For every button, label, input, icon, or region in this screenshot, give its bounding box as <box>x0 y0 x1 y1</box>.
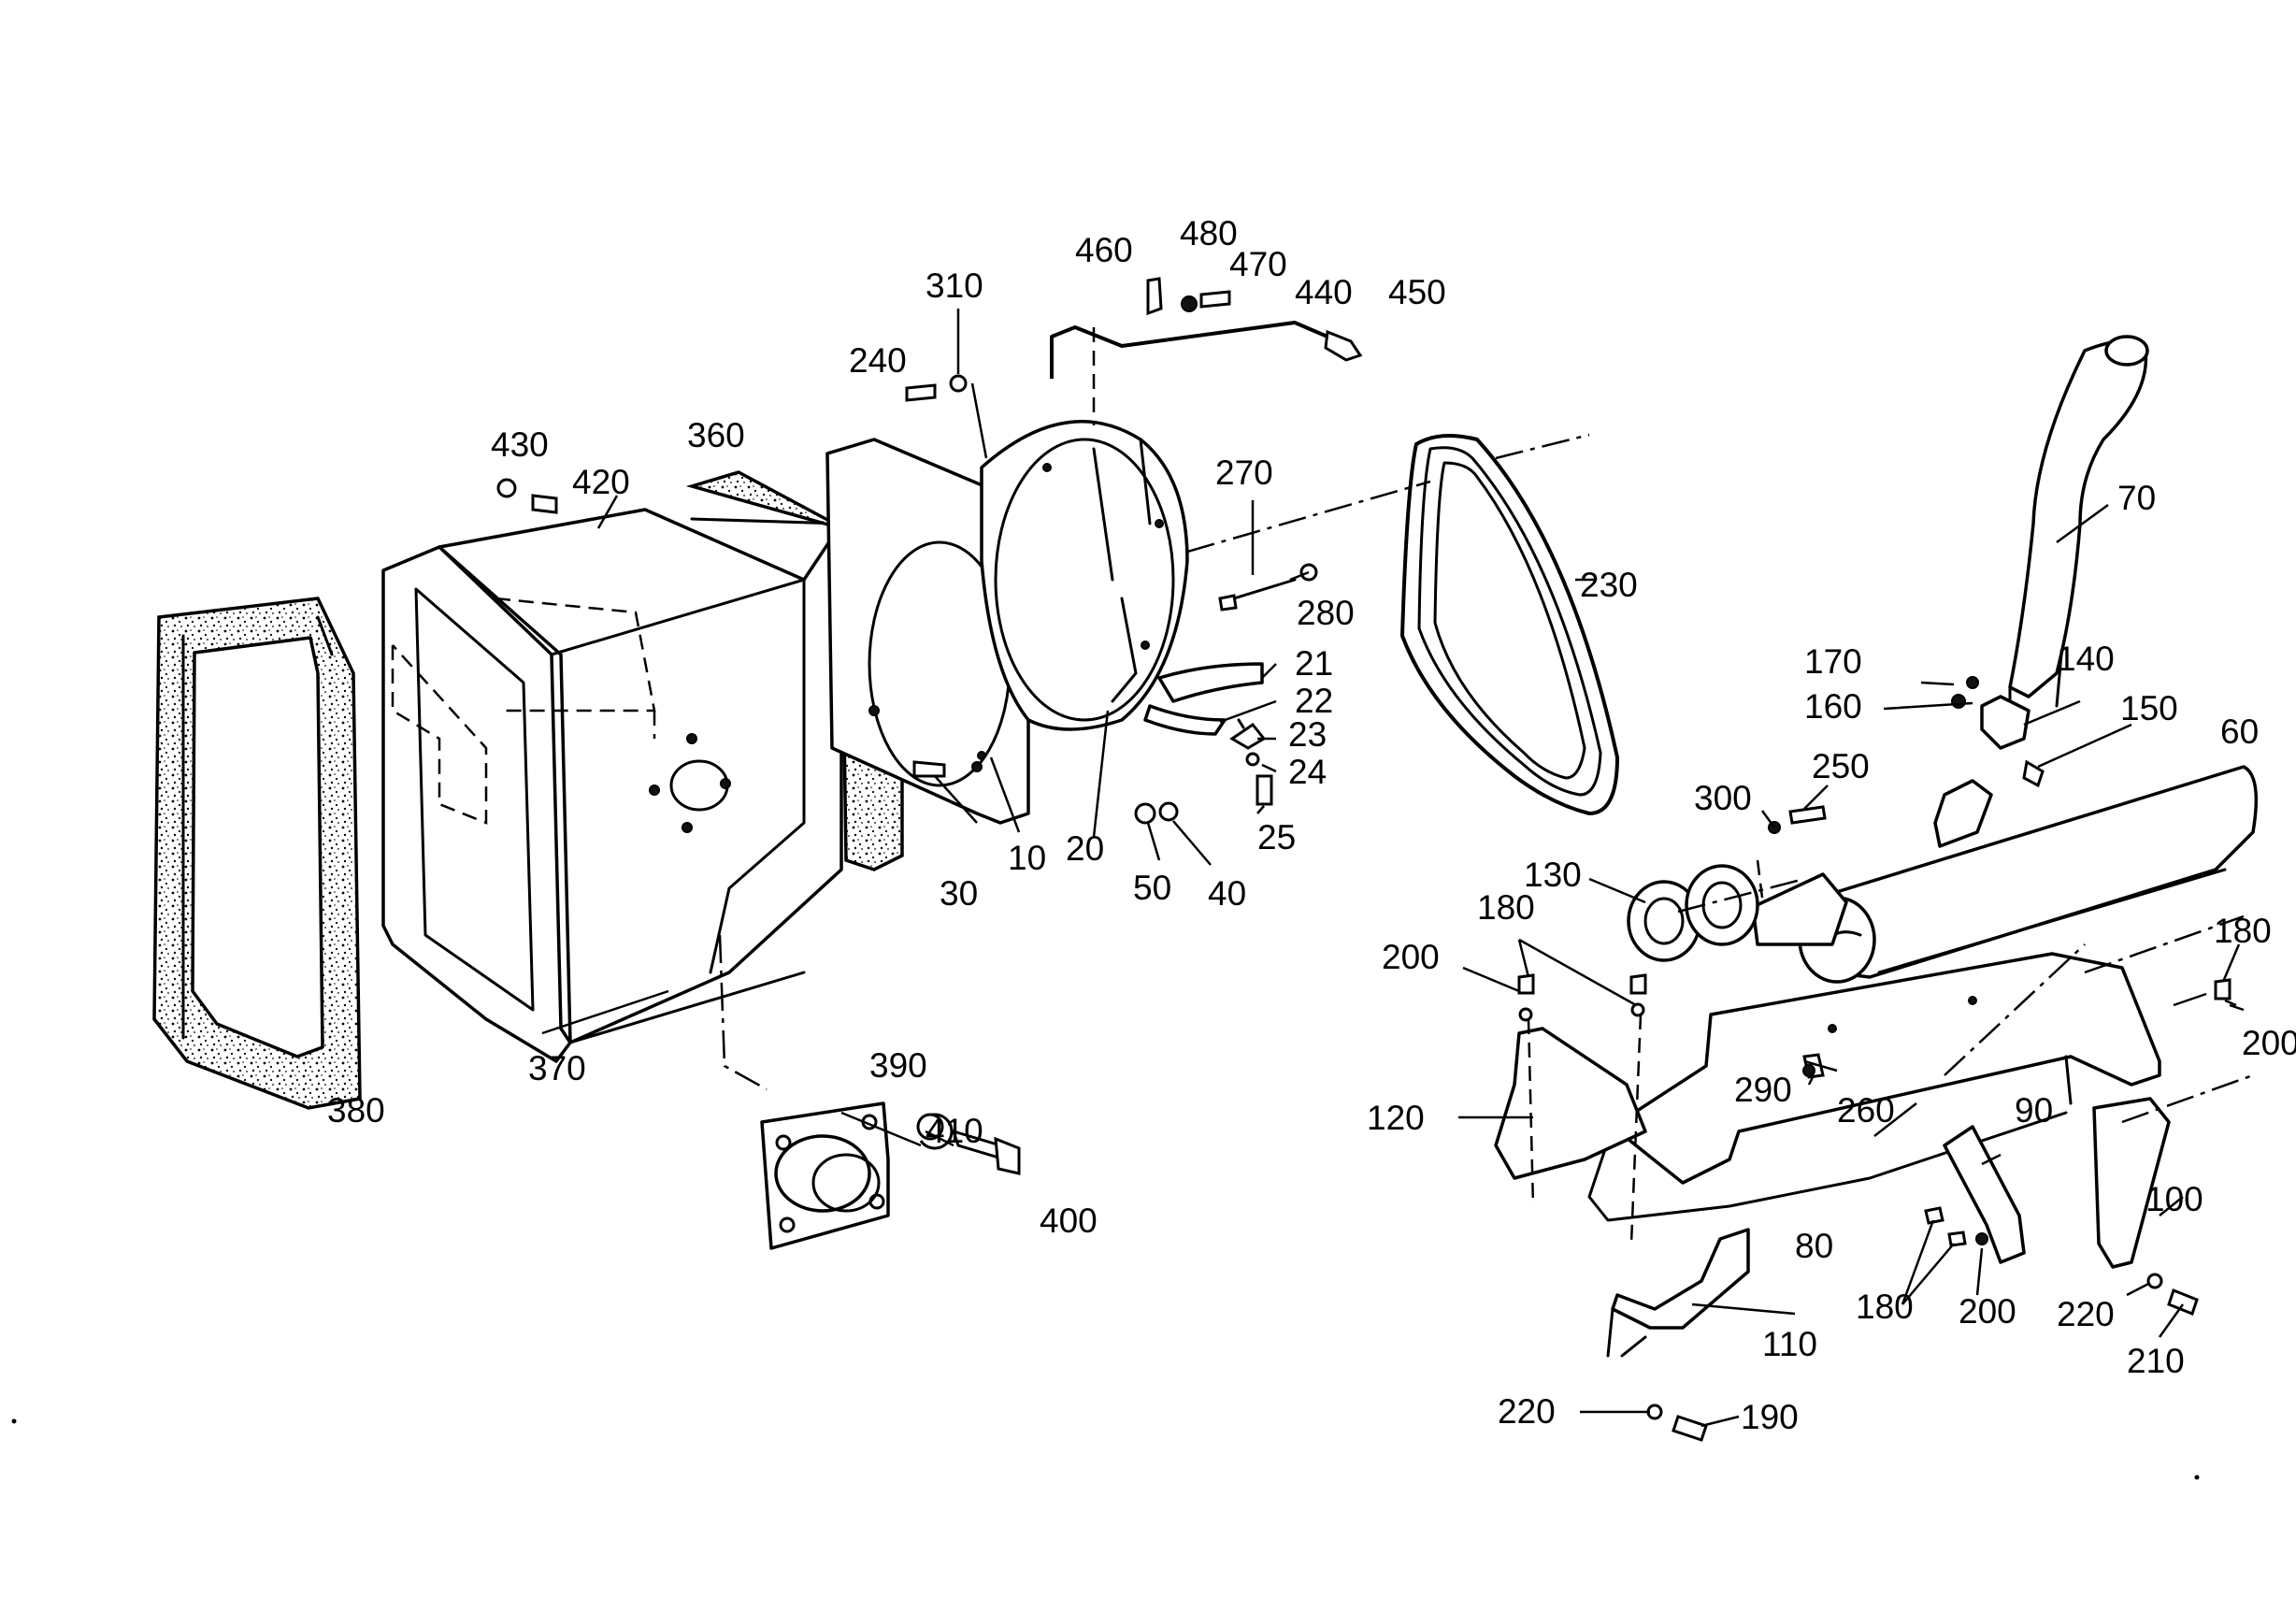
part-90-bracket <box>1943 1125 2026 1264</box>
label-290: 290 <box>1734 1071 1792 1109</box>
label-300: 300 <box>1694 779 1752 817</box>
label-370: 370 <box>528 1049 586 1087</box>
part-70-exhaust-elbow <box>2008 335 2149 712</box>
label-440: 440 <box>1295 273 1353 311</box>
label-120: 120 <box>1367 1099 1425 1137</box>
part-labels: 10 20 21 22 23 24 25 30 40 50 60 70 80 9… <box>327 214 2296 1436</box>
label-190: 190 <box>1741 1398 1799 1436</box>
part-230-belt <box>1400 434 1619 815</box>
part-30-bolt <box>912 751 986 778</box>
label-220-b: 220 <box>1498 1392 1556 1431</box>
label-90: 90 <box>2015 1091 2053 1130</box>
part-23-24-25-hardware <box>1229 722 1273 806</box>
label-180-c: 180 <box>1856 1288 1914 1326</box>
label-30: 30 <box>940 874 978 913</box>
label-470: 470 <box>1229 245 1287 283</box>
part-40-50-nut-washer <box>1134 801 1179 825</box>
label-80: 80 <box>1795 1227 1833 1265</box>
label-180-a: 180 <box>1477 888 1535 927</box>
label-100: 100 <box>2145 1180 2203 1218</box>
label-200-c: 200 <box>1959 1292 2016 1331</box>
part-110-bracket <box>1606 1228 1750 1358</box>
label-450: 450 <box>1388 273 1446 311</box>
label-230: 230 <box>1580 566 1638 604</box>
label-210: 210 <box>2127 1342 2185 1380</box>
label-180-b: 180 <box>2214 912 2272 950</box>
label-400: 400 <box>1040 1202 1098 1240</box>
label-280: 280 <box>1297 594 1355 632</box>
label-70: 70 <box>2117 479 2156 517</box>
label-410: 410 <box>926 1112 983 1150</box>
label-360: 360 <box>687 416 745 454</box>
part-240-310-bolt <box>905 374 968 402</box>
part-60-muffler <box>1751 765 2259 984</box>
part-440-450-tube-assembly <box>1050 277 1363 425</box>
part-130-gasket <box>1627 805 1827 962</box>
label-310: 310 <box>926 266 983 305</box>
label-240: 240 <box>849 341 907 380</box>
label-380: 380 <box>327 1091 385 1130</box>
leader-lines <box>541 309 2245 1428</box>
label-200-a: 200 <box>1382 938 1440 976</box>
label-260: 260 <box>1837 1091 1895 1130</box>
label-390: 390 <box>869 1046 927 1085</box>
label-10: 10 <box>1008 839 1046 877</box>
part-80-heat-shield <box>1587 952 2161 1222</box>
label-480: 480 <box>1180 214 1238 252</box>
part-430-420-bolt <box>496 478 558 514</box>
label-60: 60 <box>2220 712 2259 751</box>
label-250: 250 <box>1812 747 1870 785</box>
part-100-bracket <box>2092 1097 2171 1269</box>
label-110: 110 <box>1762 1325 1817 1363</box>
label-21: 21 <box>1295 644 1333 683</box>
part-21-22-brackets <box>1143 662 1264 736</box>
label-460: 460 <box>1075 231 1133 269</box>
label-430: 430 <box>491 425 549 464</box>
label-270: 270 <box>1215 453 1273 492</box>
label-220-a: 220 <box>2057 1295 2115 1333</box>
label-24: 24 <box>1288 753 1327 791</box>
part-370-housing <box>381 508 843 1063</box>
hardware-right <box>1517 973 2231 1442</box>
part-390-flange <box>760 1101 1021 1250</box>
label-25: 25 <box>1257 818 1296 856</box>
label-20: 20 <box>1066 829 1104 868</box>
label-130: 130 <box>1524 856 1582 894</box>
label-22: 22 <box>1295 682 1333 720</box>
label-140: 140 <box>2057 640 2115 678</box>
label-160: 160 <box>1804 687 1862 726</box>
part-140-clamp <box>1951 676 2045 788</box>
part-120-bracket <box>1494 1027 1647 1180</box>
label-150: 150 <box>2120 689 2178 727</box>
part-270-280-bolt <box>1218 563 1318 612</box>
label-200-b: 200 <box>2242 1024 2296 1062</box>
label-50: 50 <box>1133 869 1171 907</box>
part-20-fan-ring <box>980 420 1189 731</box>
label-40: 40 <box>1208 874 1246 913</box>
label-170: 170 <box>1804 642 1862 681</box>
part-380-foam-gasket <box>152 597 362 1110</box>
label-420: 420 <box>572 463 630 501</box>
label-23: 23 <box>1288 715 1327 754</box>
